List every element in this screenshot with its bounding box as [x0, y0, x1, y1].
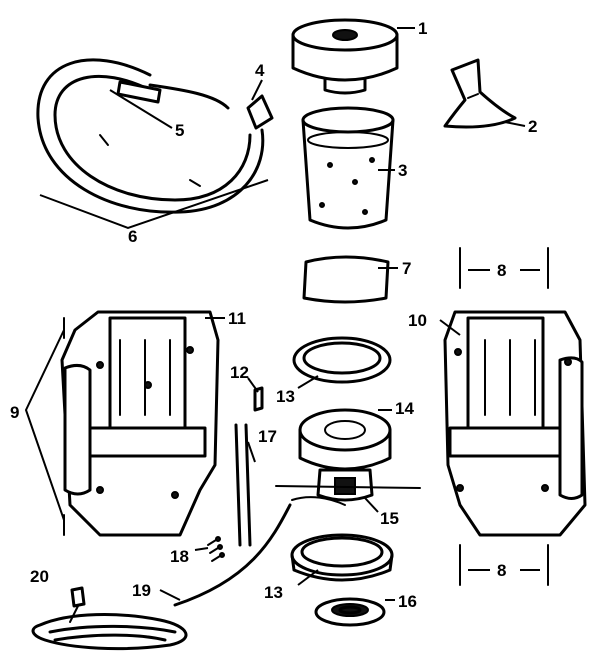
leader-lines [24, 27, 540, 601]
callout-8-bottom: 8 [497, 561, 506, 580]
part-hose [36, 58, 274, 214]
callout-13-lower: 13 [264, 583, 283, 602]
callout-11: 11 [228, 309, 246, 328]
callout-17: 17 [258, 427, 277, 446]
callout-9: 9 [10, 403, 19, 422]
callout-7: 7 [402, 259, 411, 278]
part-screw-set-8 [459, 247, 549, 586]
part-right-housing [443, 310, 587, 537]
callout-12: 12 [230, 363, 249, 382]
callout-1: 1 [418, 19, 427, 38]
callout-2: 2 [528, 117, 537, 136]
callout-5: 5 [175, 121, 184, 140]
part-motor [298, 408, 392, 502]
part-gasket-lower [290, 533, 394, 582]
part-screws [207, 536, 225, 562]
callout-18: 18 [170, 547, 189, 566]
callout-13-upper: 13 [276, 387, 295, 406]
part-canister [301, 106, 395, 230]
callout-14: 14 [395, 399, 414, 418]
callout-4: 4 [255, 61, 265, 80]
part-disc [314, 597, 386, 627]
callout-3: 3 [398, 161, 407, 180]
part-left-housing [60, 310, 220, 537]
part-bracket [275, 485, 421, 506]
part-nozzle [443, 58, 517, 129]
callout-6: 6 [128, 227, 137, 246]
callout-8-top: 8 [497, 261, 506, 280]
part-gasket-upper [292, 336, 392, 384]
part-cord [31, 503, 292, 651]
callout-19: 19 [132, 581, 151, 600]
part-filter [302, 255, 390, 304]
part-lid [291, 18, 399, 95]
callout-20: 20 [30, 567, 49, 586]
part-rods [234, 423, 252, 547]
callout-16: 16 [398, 592, 417, 611]
callout-15: 15 [380, 509, 399, 528]
callout-10: 10 [408, 311, 427, 330]
part-clip [253, 386, 264, 412]
